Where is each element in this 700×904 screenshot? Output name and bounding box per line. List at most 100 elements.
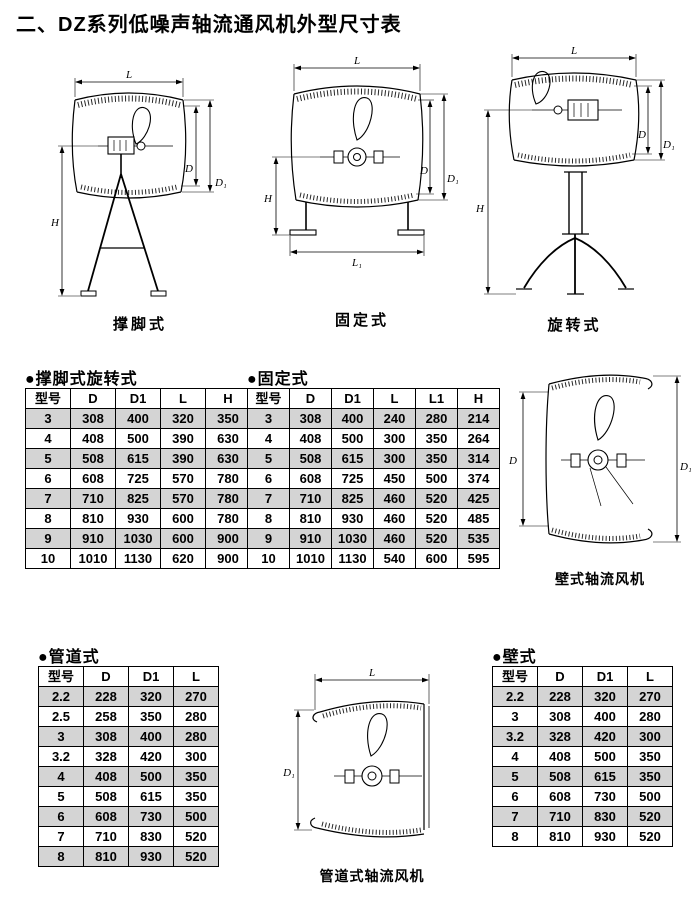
column-header: L [173, 666, 219, 687]
column-header: D [83, 666, 129, 687]
stand-leg-right [574, 237, 627, 289]
table-cell: 308 [83, 726, 129, 747]
table-cell: 308 [537, 706, 583, 727]
table-cell: 730 [582, 786, 628, 807]
table-cell: 460 [373, 508, 416, 529]
bullet-icon: ● [38, 649, 49, 666]
table-cell: 300 [173, 746, 219, 767]
table-cell: 420 [582, 726, 628, 747]
table-cell: 8 [38, 846, 84, 867]
dim-D-label: D [508, 455, 517, 467]
fan-blade [531, 70, 551, 105]
column-header: H [457, 388, 500, 409]
table-cell: 780 [205, 508, 251, 529]
table-cell: 5 [492, 766, 538, 787]
table-cell: 710 [83, 826, 129, 847]
table-cell: 280 [173, 706, 219, 727]
dimensions: L D₁ [282, 667, 430, 831]
hub [553, 105, 563, 115]
table-cell: 600 [160, 528, 206, 549]
column-header: L [627, 666, 673, 687]
table-cell: 608 [83, 806, 129, 827]
section-title-wall: ●壁式 [492, 643, 537, 667]
table-cell: 3.2 [492, 726, 538, 747]
table-cell: 264 [457, 428, 500, 449]
foot-left [80, 290, 97, 297]
table-cell: 5 [25, 448, 71, 469]
table-cell: 930 [128, 846, 174, 867]
table-cell: 608 [289, 468, 332, 489]
table-cell: 540 [373, 548, 416, 569]
table-cell: 420 [128, 746, 174, 767]
pedestal-stand [516, 171, 634, 295]
table-cell: 350 [627, 746, 673, 767]
table-cell: 500 [627, 786, 673, 807]
foot-pad-left [289, 229, 317, 236]
table-cell: 6 [247, 468, 290, 489]
table-cell: 1030 [331, 528, 374, 549]
fan-housing [310, 700, 430, 838]
table-cell: 270 [627, 686, 673, 707]
page-title: 二、DZ系列低噪声轴流通风机外型尺寸表 [16, 14, 402, 36]
impeller-and-hub [320, 97, 400, 167]
section-title-tripod-rotary: ●撑脚式旋转式 [25, 365, 138, 389]
table-cell: 10 [25, 548, 71, 569]
table-cell: 320 [160, 408, 206, 429]
section-title-fixed: ●固定式 [247, 365, 309, 389]
duct-fan-drawing: L D₁ [282, 667, 430, 838]
fan-blade [594, 395, 615, 441]
column-header: L [160, 388, 206, 409]
dim-H-label: H [263, 193, 273, 205]
table-cell: 500 [582, 746, 628, 767]
column-header: H [205, 388, 251, 409]
dim-L-label: L [570, 45, 577, 57]
tripod-leg-left [87, 173, 122, 292]
table-cell: 2.5 [38, 706, 84, 727]
table-cell: 1030 [115, 528, 161, 549]
column-header: D [289, 388, 332, 409]
drawing-rotary-caption: 旋转式 [547, 317, 602, 334]
table-cell: 930 [115, 508, 161, 529]
table-cell: 258 [83, 706, 129, 727]
table-cell: 570 [160, 468, 206, 489]
outlet-hatching [80, 184, 178, 195]
dim-L-label: L [125, 69, 132, 81]
motor [107, 136, 135, 155]
table-cell: 7 [247, 488, 290, 509]
bullet-icon: ● [247, 371, 258, 388]
table-cell: 308 [70, 408, 116, 429]
table-cell: 830 [582, 806, 628, 827]
dim-L-label: L [368, 667, 375, 679]
tripod-leg-right [120, 173, 159, 292]
table-cell: 710 [70, 488, 116, 509]
table-cell: 830 [128, 826, 174, 847]
table-cell: 300 [373, 428, 416, 449]
dim-D1-label: D₁ [282, 767, 295, 779]
impeller-and-hub [561, 395, 645, 507]
table-cell: 300 [627, 726, 673, 747]
impeller-and-motor [98, 107, 173, 155]
table-cell: 9 [247, 528, 290, 549]
table-cell: 280 [173, 726, 219, 747]
table-cell: 600 [415, 548, 458, 569]
column-header: 型号 [247, 388, 290, 409]
table-cell: 425 [457, 488, 500, 509]
table-cell: 350 [128, 706, 174, 727]
column-header: 型号 [492, 666, 538, 687]
table-cell: 350 [205, 408, 251, 429]
table-cell: 1010 [289, 548, 332, 569]
table-cell: 3 [492, 706, 538, 727]
bullet-icon: ● [492, 649, 503, 666]
